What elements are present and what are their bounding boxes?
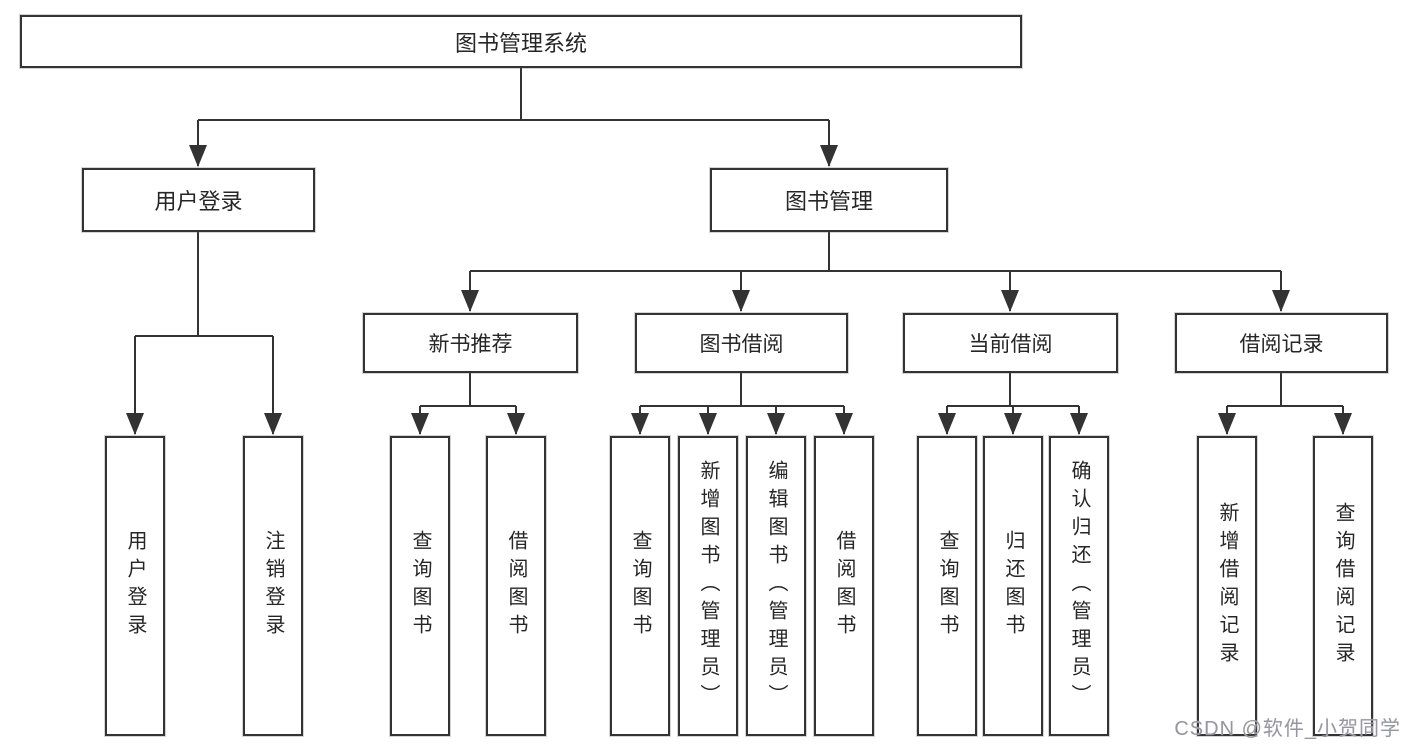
leaf-label: 用户登录 — [124, 530, 146, 642]
leaf-label: 新增图书（管理员） — [697, 460, 719, 712]
csdn-watermark: CSDN @软件_小贺同学 — [1174, 718, 1401, 740]
connector-book-borrow-to-leaves — [631, 373, 853, 435]
node-current-borrow: 当前借阅 — [903, 313, 1118, 373]
connector-borrow-records-to-leaves — [1218, 373, 1352, 435]
node-book-management: 图书管理 — [710, 168, 948, 232]
node-new-book-recommend: 新书推荐 — [363, 313, 578, 373]
leaf-borrow-books-recommend: 借阅图书 — [486, 436, 546, 736]
leaf-user-login: 用户登录 — [105, 436, 165, 736]
leaf-query-books-current: 查询图书 — [917, 436, 977, 736]
leaf-label: 确认归还（管理员） — [1068, 460, 1090, 712]
connector-new-book-recommend-to-leaves — [411, 373, 525, 435]
node-root-system: 图书管理系统 — [20, 15, 1022, 68]
leaf-label: 编辑图书（管理员） — [765, 460, 787, 712]
leaf-borrow-books: 借阅图书 — [814, 436, 874, 736]
leaf-query-borrow-record: 查询借阅记录 — [1313, 436, 1373, 736]
leaf-label: 查询图书 — [936, 530, 958, 642]
node-book-borrow: 图书借阅 — [635, 313, 848, 373]
leaf-label: 借阅图书 — [505, 530, 527, 642]
leaf-query-books-borrow: 查询图书 — [610, 436, 670, 736]
leaf-query-books-recommend: 查询图书 — [390, 436, 450, 736]
leaf-add-borrow-record: 新增借阅记录 — [1197, 436, 1257, 736]
leaf-label: 查询借阅记录 — [1332, 502, 1354, 670]
leaf-label: 归还图书 — [1002, 530, 1024, 642]
leaf-label: 查询图书 — [409, 530, 431, 642]
connector-current-borrow-to-leaves — [938, 373, 1088, 435]
leaf-label: 查询图书 — [629, 530, 651, 642]
connector-root-to-level1 — [189, 68, 838, 167]
leaf-confirm-return-admin: 确认归还（管理员） — [1049, 436, 1109, 736]
leaf-label: 借阅图书 — [833, 530, 855, 642]
node-user-login: 用户登录 — [82, 168, 315, 232]
leaf-add-books-admin: 新增图书（管理员） — [678, 436, 738, 736]
leaf-label: 注销登录 — [262, 530, 284, 642]
connector-book-management-to-level2 — [461, 232, 1290, 312]
leaf-label: 新增借阅记录 — [1216, 502, 1238, 670]
leaf-edit-books-admin: 编辑图书（管理员） — [746, 436, 806, 736]
leaf-return-books: 归还图书 — [983, 436, 1043, 736]
leaf-logout-login: 注销登录 — [243, 436, 303, 736]
node-borrow-records: 借阅记录 — [1175, 313, 1388, 373]
connector-user-login-to-leaves — [126, 232, 282, 435]
